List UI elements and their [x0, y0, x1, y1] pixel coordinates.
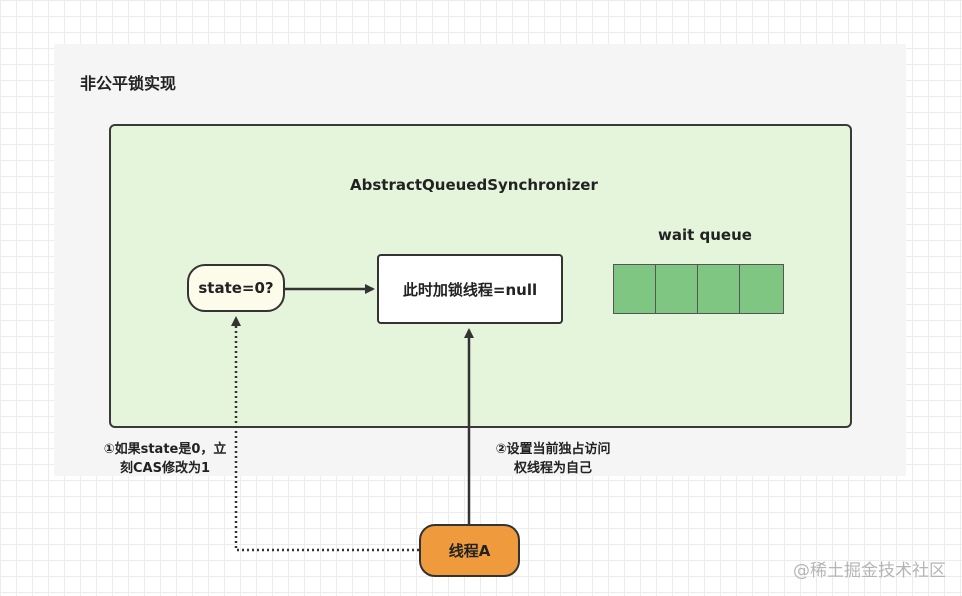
thread-a-node: 线程A [419, 524, 520, 577]
note-cas-line1: ①如果state是0，立 [103, 442, 227, 457]
diagram-title: 非公平锁实现 [80, 74, 177, 93]
queue-cell [698, 265, 740, 313]
note-cas-step: ①如果state是0，立 刻CAS修改为1 [84, 440, 246, 478]
wait-queue-label: wait queue [658, 226, 752, 244]
queue-cell [656, 265, 698, 313]
note-owner-line2: 权线程为自己 [513, 461, 592, 476]
wait-queue [613, 264, 784, 314]
note-owner-step: ②设置当前独占访问 权线程为自己 [478, 440, 628, 478]
state-check-node: state=0? [187, 264, 285, 312]
note-cas-line2: 刻CAS修改为1 [119, 461, 210, 476]
thread-to-state-dotted-arrow [231, 316, 419, 552]
lock-holder-node: 此时加锁线程=null [377, 254, 563, 324]
aqs-label: AbstractQueuedSynchronizer [350, 176, 598, 194]
note-owner-line1: ②设置当前独占访问 [495, 442, 611, 457]
watermark: @稀土掘金技术社区 [793, 561, 946, 581]
queue-cell [740, 265, 783, 313]
queue-cell [614, 265, 656, 313]
